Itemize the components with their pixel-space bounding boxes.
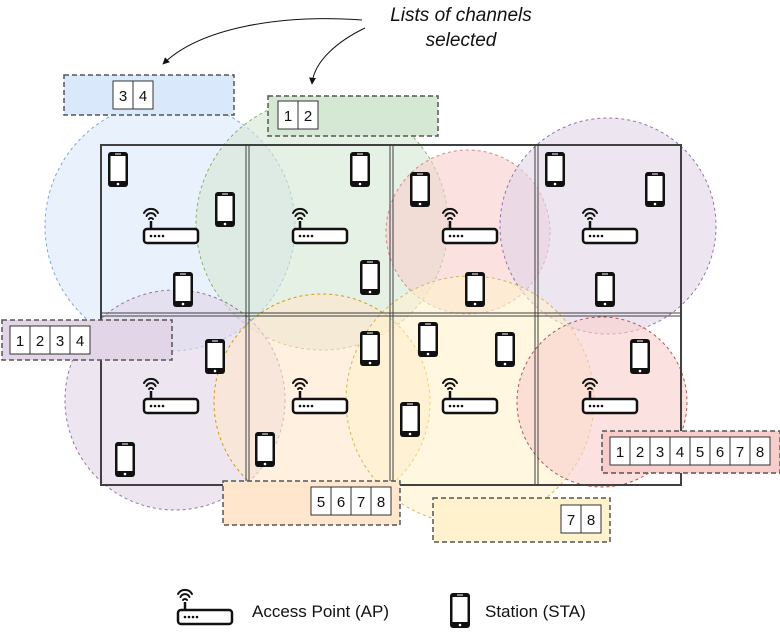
channel-number: 4 bbox=[139, 88, 147, 105]
access-point-icon bbox=[441, 377, 499, 415]
legend-ap-entry bbox=[176, 588, 234, 626]
station-phone-icon bbox=[418, 322, 438, 357]
channel-number: 6 bbox=[716, 444, 724, 461]
channel-number: 6 bbox=[337, 494, 345, 511]
legend-sta-label: Station (STA) bbox=[485, 602, 586, 621]
channel-number: 2 bbox=[636, 444, 644, 461]
station-phone-icon bbox=[360, 331, 380, 366]
annotation-arrow-right bbox=[309, 27, 366, 85]
access-points bbox=[142, 207, 639, 415]
channel-number: 4 bbox=[76, 333, 84, 350]
station-phone-icon bbox=[410, 172, 430, 207]
channel-number: 3 bbox=[119, 88, 127, 105]
station-phone-icon bbox=[465, 272, 485, 307]
annotation-line-1: Lists of channels bbox=[390, 5, 532, 26]
access-point-icon bbox=[441, 207, 499, 245]
access-point-icon bbox=[142, 207, 200, 245]
access-point-icon bbox=[176, 588, 234, 626]
station-phone-icon bbox=[400, 402, 420, 437]
station-phone-icon bbox=[630, 339, 650, 374]
access-point-icon bbox=[291, 377, 349, 415]
channel-number: 7 bbox=[567, 512, 575, 529]
channel-number: 4 bbox=[676, 444, 684, 461]
station-phone-icon bbox=[350, 152, 370, 187]
channel-number: 3 bbox=[656, 444, 664, 461]
station-phone-icon bbox=[545, 152, 565, 187]
channel-number: 5 bbox=[317, 494, 325, 511]
access-point-icon bbox=[291, 207, 349, 245]
station-phone-icon bbox=[255, 432, 275, 467]
channel-number: 1 bbox=[284, 108, 292, 125]
channel-number: 2 bbox=[304, 108, 312, 125]
station-phone-icon bbox=[173, 272, 193, 307]
channel-number: 8 bbox=[756, 444, 764, 461]
station-phone-icon bbox=[495, 332, 515, 367]
channel-cell bbox=[69, 325, 91, 355]
access-point-icon bbox=[142, 377, 200, 415]
station-phone-icon bbox=[108, 152, 128, 187]
channel-number: 8 bbox=[377, 494, 385, 511]
stations bbox=[108, 152, 665, 477]
channel-number: 1 bbox=[616, 444, 624, 461]
station-phone-icon bbox=[205, 339, 225, 374]
channel-cell bbox=[580, 504, 602, 534]
legend-ap-label: Access Point (AP) bbox=[252, 602, 389, 621]
channel-number: 1 bbox=[16, 333, 24, 350]
channels-annotation: Lists of channels selected bbox=[162, 5, 532, 85]
channel-number: 8 bbox=[587, 512, 595, 529]
channel-number: 7 bbox=[357, 494, 365, 511]
legend-sta-entry bbox=[450, 593, 470, 628]
station-phone-icon bbox=[115, 442, 135, 477]
annotation-line-2: selected bbox=[426, 30, 498, 51]
channel-cell bbox=[132, 80, 154, 110]
station-phone-icon bbox=[595, 272, 615, 307]
station-phone-icon bbox=[450, 593, 470, 628]
access-point-icon bbox=[581, 377, 639, 415]
annotation-arrow-left bbox=[162, 18, 363, 65]
channel-cell bbox=[370, 486, 392, 516]
channel-cell bbox=[297, 100, 319, 130]
channel-number: 3 bbox=[56, 333, 64, 350]
station-phone-icon bbox=[360, 260, 380, 295]
legend: Access Point (AP) Station (STA) bbox=[176, 588, 586, 628]
channel-number: 2 bbox=[36, 333, 44, 350]
channel-number: 5 bbox=[696, 444, 704, 461]
station-phone-icon bbox=[215, 192, 235, 227]
channel-number: 7 bbox=[736, 444, 744, 461]
access-point-icon bbox=[581, 207, 639, 245]
station-phone-icon bbox=[645, 172, 665, 207]
channel-cell bbox=[749, 436, 771, 466]
